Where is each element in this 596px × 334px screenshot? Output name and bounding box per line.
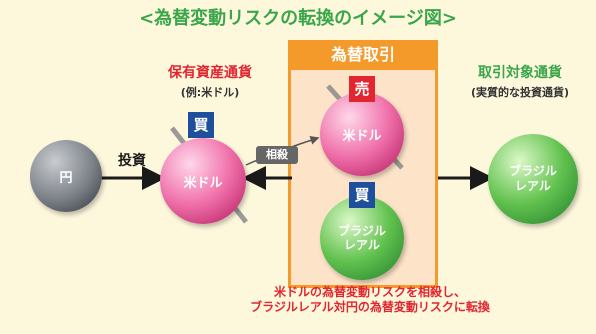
fx-trade-panel-title: 為替取引 xyxy=(288,40,438,70)
diagram-title: <為替変動リスクの転換のイメージ図> xyxy=(139,8,457,29)
sell-badge: 売 xyxy=(349,76,375,102)
target-currency-sub: (実質的な投資通貨) xyxy=(470,86,570,99)
usd-holding-label: 米ドル xyxy=(183,175,223,191)
usd-sell-ball: 米ドル xyxy=(320,92,404,176)
buy-badge-brl: 買 xyxy=(349,182,375,208)
offset-label: 相殺 xyxy=(256,146,298,164)
brl-target-label-1: ブラジル xyxy=(509,164,557,178)
note-line-1: 米ドルの為替変動リスクを相殺し、 xyxy=(273,285,466,299)
brl-buy-label-2: レアル xyxy=(344,238,380,252)
yen-label: 円 xyxy=(59,170,73,186)
brl-buy-label-1: ブラジル xyxy=(338,224,386,238)
conversion-note: 米ドルの為替変動リスクを相殺し、 ブラジルレアル対円の為替変動リスクに転換 xyxy=(180,285,560,315)
buy-badge-holding: 買 xyxy=(188,112,214,138)
usd-sell-label: 米ドル xyxy=(342,128,382,144)
note-line-2: ブラジルレアル対円の為替変動リスクに転換 xyxy=(250,300,490,314)
invest-label: 投資 xyxy=(118,153,146,169)
yen-ball: 円 xyxy=(30,140,102,212)
target-currency-label: 取引対象通貨 xyxy=(478,65,562,81)
holding-currency-sub: (例:米ドル) xyxy=(180,86,240,99)
brl-buy-ball: ブラジル レアル xyxy=(320,196,404,280)
holding-currency-label: 保有資産通貨 xyxy=(168,65,252,81)
usd-holding-ball: 米ドル xyxy=(160,138,246,224)
brl-target-label-2: レアル xyxy=(515,179,551,193)
brl-target-ball: ブラジル レアル xyxy=(488,134,578,224)
